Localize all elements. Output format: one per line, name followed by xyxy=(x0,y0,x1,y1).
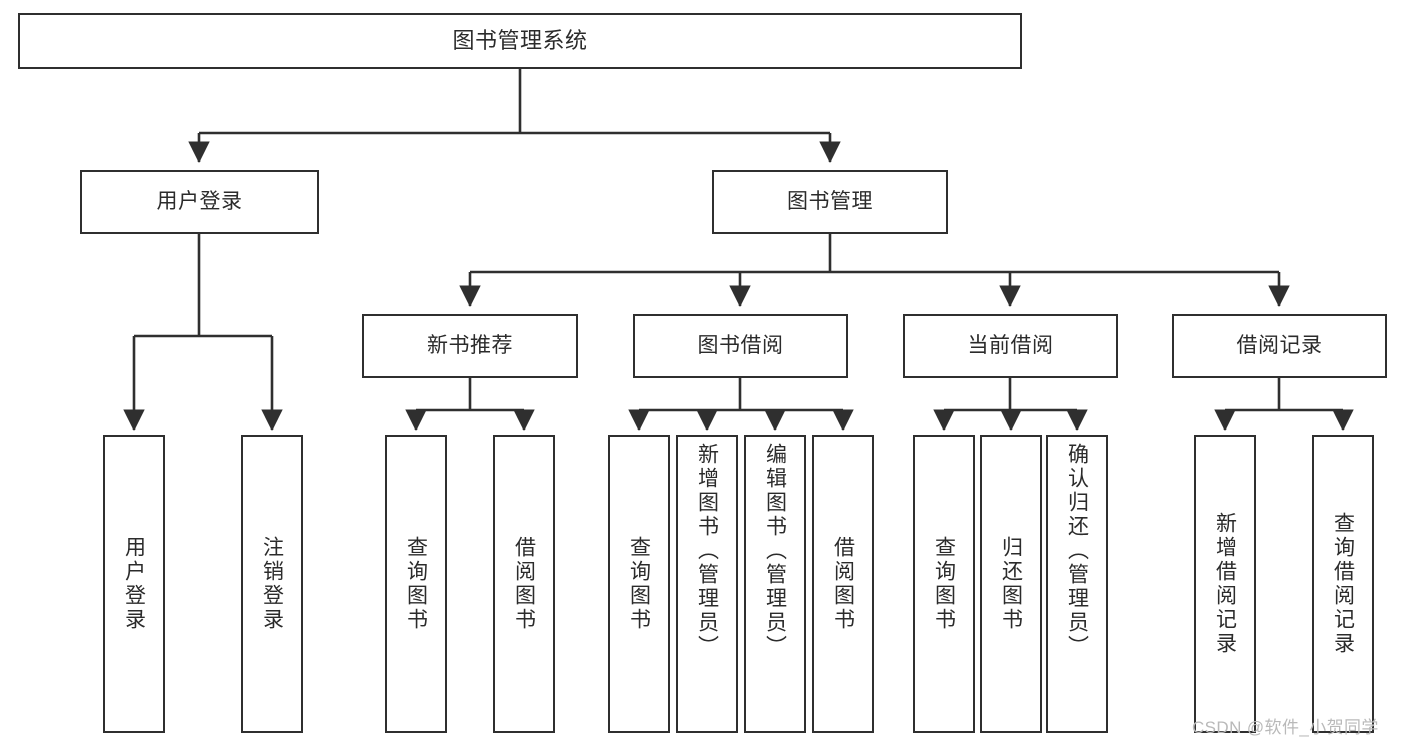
leaf-add-borrow-record[interactable]: 新增借阅记录 xyxy=(1194,435,1256,733)
leaf-edit-book-admin[interactable]: 编辑图书（管理员） xyxy=(744,435,806,733)
node-label: 查询图书 xyxy=(627,536,651,632)
node-label: 借阅图书 xyxy=(512,536,536,632)
node-label: 查询借阅记录 xyxy=(1331,512,1355,656)
leaf-query-book-recommendation[interactable]: 查询图书 xyxy=(385,435,447,733)
node-label: 当前借阅 xyxy=(967,333,1054,357)
node-book-management[interactable]: 图书管理 xyxy=(712,170,948,234)
node-label: 查询图书 xyxy=(404,536,428,632)
leaf-add-book-admin[interactable]: 新增图书（管理员） xyxy=(676,435,738,733)
node-user-login[interactable]: 用户登录 xyxy=(80,170,319,234)
node-label: 借阅图书 xyxy=(831,536,855,632)
node-label: 新书推荐 xyxy=(427,333,513,357)
leaf-user-login[interactable]: 用户登录 xyxy=(103,435,165,733)
leaf-query-book-current[interactable]: 查询图书 xyxy=(913,435,975,733)
node-label: 图书管理 xyxy=(787,189,873,213)
node-label: 注销登录 xyxy=(260,536,284,632)
leaf-borrow-book-recommendation[interactable]: 借阅图书 xyxy=(493,435,555,733)
leaf-query-book-borrowing[interactable]: 查询图书 xyxy=(608,435,670,733)
node-root-system[interactable]: 图书管理系统 xyxy=(18,13,1022,69)
node-label: 用户登录 xyxy=(122,536,146,632)
node-label: 确认归还（管理员） xyxy=(1065,443,1089,659)
node-current-borrowing[interactable]: 当前借阅 xyxy=(903,314,1118,378)
node-label: 新增借阅记录 xyxy=(1213,512,1237,656)
node-label: 归还图书 xyxy=(999,536,1023,632)
node-label: 编辑图书（管理员） xyxy=(763,443,787,659)
node-label: 图书借阅 xyxy=(697,333,784,357)
node-borrowing-record[interactable]: 借阅记录 xyxy=(1172,314,1387,378)
node-new-book-recommendation[interactable]: 新书推荐 xyxy=(362,314,578,378)
leaf-confirm-return-admin[interactable]: 确认归还（管理员） xyxy=(1046,435,1108,733)
leaf-logout[interactable]: 注销登录 xyxy=(241,435,303,733)
node-label: 用户登录 xyxy=(156,189,243,213)
node-book-borrowing[interactable]: 图书借阅 xyxy=(633,314,848,378)
node-label: 图书管理系统 xyxy=(452,28,588,54)
leaf-query-borrow-record[interactable]: 查询借阅记录 xyxy=(1312,435,1374,733)
leaf-return-book[interactable]: 归还图书 xyxy=(980,435,1042,733)
csdn-watermark: CSDN @软件_小贺同学 xyxy=(1192,718,1379,737)
node-label: 借阅记录 xyxy=(1236,333,1323,357)
node-label: 查询图书 xyxy=(932,536,956,632)
leaf-borrow-book-borrowing[interactable]: 借阅图书 xyxy=(812,435,874,733)
node-label: 新增图书（管理员） xyxy=(695,443,719,659)
